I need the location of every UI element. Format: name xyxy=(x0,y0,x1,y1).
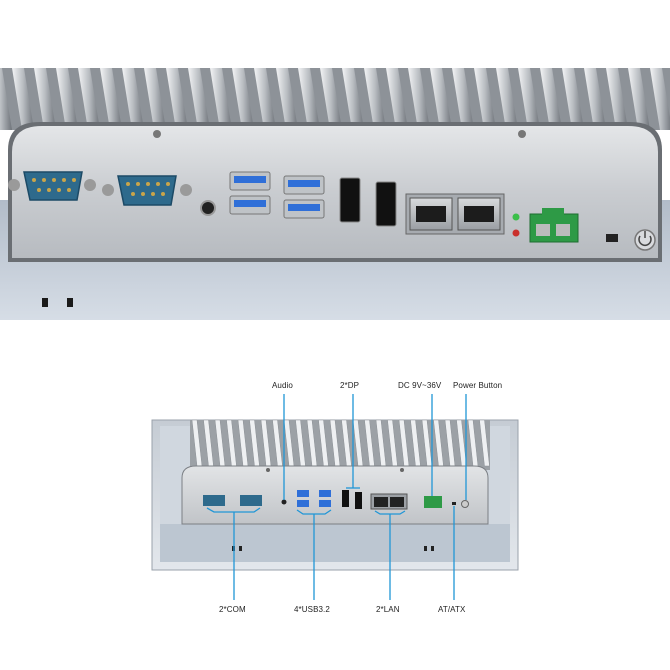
com-pin xyxy=(166,182,170,186)
fin xyxy=(122,68,144,130)
label-dc: DC 9V~36V xyxy=(398,381,442,390)
com-pin xyxy=(161,192,165,196)
fin xyxy=(650,68,670,130)
com-pin xyxy=(57,188,61,192)
dc-terminal xyxy=(529,208,579,243)
heatsink-fins xyxy=(0,68,670,130)
label-lan: 2*LAN xyxy=(376,605,400,614)
com-pin xyxy=(52,178,56,182)
displayports xyxy=(339,177,397,227)
vent-slots xyxy=(42,298,73,307)
fin xyxy=(0,68,12,130)
fin xyxy=(496,68,518,130)
label-dp: 2*DP xyxy=(340,381,360,390)
com-pin xyxy=(136,182,140,186)
com-pin xyxy=(42,178,46,182)
com-pin xyxy=(126,182,130,186)
fin xyxy=(276,68,298,130)
label-com: 2*COM xyxy=(219,605,246,614)
com-pin xyxy=(131,192,135,196)
led-red xyxy=(512,229,520,237)
com-pin xyxy=(62,178,66,182)
fin xyxy=(452,68,474,130)
lan-ports xyxy=(405,193,505,235)
fin xyxy=(430,68,452,130)
fin xyxy=(518,68,540,130)
label-power-button: Power Button xyxy=(453,381,503,390)
com-pin xyxy=(37,188,41,192)
power-button xyxy=(634,229,656,251)
com-port-2 xyxy=(102,175,192,206)
com-pin xyxy=(72,178,76,182)
fin xyxy=(232,68,254,130)
fin xyxy=(188,68,210,130)
fin xyxy=(166,68,188,130)
fin xyxy=(474,68,496,130)
fin xyxy=(540,68,562,130)
fin xyxy=(56,68,78,130)
fin xyxy=(628,68,650,130)
fin xyxy=(12,68,34,130)
led-green xyxy=(512,213,520,221)
fin xyxy=(562,68,584,130)
fin xyxy=(408,68,430,130)
com-pin xyxy=(151,192,155,196)
com-pin xyxy=(146,182,150,186)
usb-ports xyxy=(229,171,325,219)
io-panel-closeup xyxy=(0,68,670,320)
com-pin xyxy=(141,192,145,196)
labeled-diagram: Audio 2*DP DC 9V~36V Power Button 2*COM … xyxy=(0,320,670,670)
com-pin xyxy=(32,178,36,182)
audio-jack xyxy=(200,200,216,216)
fin xyxy=(320,68,342,130)
label-audio: Audio xyxy=(272,381,293,390)
fin xyxy=(34,68,56,130)
callout-lines xyxy=(206,394,467,600)
fin xyxy=(210,68,232,130)
fin xyxy=(584,68,606,130)
com-pin xyxy=(47,188,51,192)
fin xyxy=(100,68,122,130)
fin xyxy=(78,68,100,130)
fin xyxy=(298,68,320,130)
label-atatx: AT/ATX xyxy=(438,605,466,614)
label-usb: 4*USB3.2 xyxy=(294,605,330,614)
fin xyxy=(254,68,276,130)
fin xyxy=(342,68,364,130)
com-port-1 xyxy=(8,171,96,201)
com-pin xyxy=(156,182,160,186)
heatsink-fins-small xyxy=(191,419,490,467)
fin xyxy=(386,68,408,130)
com-pin xyxy=(67,188,71,192)
at-atx-switch xyxy=(606,234,618,242)
panel-pc-rear-view xyxy=(151,394,519,600)
fin xyxy=(479,419,490,467)
fin xyxy=(144,68,166,130)
fin xyxy=(606,68,628,130)
fin xyxy=(364,68,386,130)
